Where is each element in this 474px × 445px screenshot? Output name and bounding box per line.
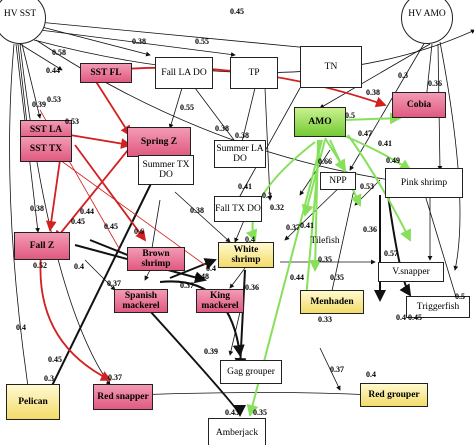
edge-label: 0.45 [230, 7, 244, 16]
node-gag-grouper: Gag grouper [220, 360, 282, 384]
node-white-shrimp: White shrimp [218, 242, 274, 268]
node-fall-tx-do: Fall TX DO [214, 196, 262, 222]
node-pelican: Pelican [6, 384, 60, 420]
node-brown-shrimp: Brown shrimp [127, 247, 185, 271]
edge-label: 0.32 [270, 203, 284, 212]
node-spanish-mackerel: Spanish mackerel [114, 289, 168, 313]
edge-label: 0.3 [44, 374, 54, 383]
edge-label: 0.45 [104, 222, 118, 231]
edge-label: 0.53 [65, 117, 79, 126]
edge-label: 0.53 [47, 95, 61, 104]
edge-label: 0.48 [195, 272, 209, 281]
edge-label: 0.4 [245, 235, 255, 244]
edge-label: 0.58 [52, 48, 66, 57]
node-tilefish: Tilefish [310, 236, 340, 246]
edge-label: 0.3 [262, 191, 272, 200]
edge-label: 0.66 [318, 157, 332, 166]
node-fall-la-do: Fall LA DO [155, 57, 213, 89]
node-king-mackerel: King mackerel [196, 289, 244, 313]
edge-label: 0.45 [48, 355, 62, 364]
edge-label: 0.38 [132, 37, 146, 46]
edge-label: 0.45 [71, 217, 85, 226]
edge-label: 0.3 [398, 71, 408, 80]
edge-label: 0.57 [384, 249, 398, 258]
edge-label: 0.36 [363, 225, 377, 234]
node-summer-tx-do: Summer TX DO [138, 155, 194, 185]
edge-label: 0.37 [286, 223, 300, 232]
edge-label: 0.36 [245, 283, 259, 292]
edge-label: 0.55 [180, 103, 194, 112]
edge-label: 0.43 [225, 408, 239, 417]
edge-label: 0.39 [204, 347, 218, 356]
edge-label: 0.44 [80, 207, 94, 216]
node-amo: AMO [294, 107, 346, 137]
edge-label: 0.5 [345, 111, 355, 120]
edge-label: 0.38 [30, 204, 44, 213]
node-v-snapper: V.snapper [378, 262, 444, 282]
node-tn: TN [300, 46, 362, 88]
edge-label: 0.44 [290, 273, 304, 282]
node-fall-z: Fall Z [14, 232, 70, 260]
edge-label: 0.4 [366, 370, 376, 379]
edge-label: 0.49 [386, 156, 400, 165]
node-npp: NPP [320, 172, 356, 190]
node-sst-tx: SST TX [20, 136, 72, 162]
edge-label: 0.55 [195, 37, 209, 46]
edge-label: 0.37 [107, 279, 121, 288]
edge-label: 0.44 [46, 66, 60, 75]
node-hv-amo: HV AMO [401, 0, 453, 44]
edge-label: 0.41 [378, 139, 392, 148]
node-red-grouper: Red grouper [360, 383, 428, 407]
edge-label: 0.53 [360, 182, 374, 191]
edge-label: 0.35 [253, 408, 267, 417]
node-triggerfish: Triggerfish [406, 296, 470, 318]
edge-label: 0.6 [134, 227, 144, 236]
node-cobia: Cobia [392, 92, 446, 118]
node-sst-fl: SST FL [80, 63, 132, 83]
edge-label: 0.4 [206, 264, 216, 273]
edge-label: 0.37 [330, 365, 344, 374]
edge-label: 0.36 [428, 79, 442, 88]
edge-label: 0.4 [16, 323, 26, 332]
edge-label: 0.45 [408, 313, 422, 322]
edge-label: 0.41 [300, 221, 314, 230]
edge-label: 0.35 [318, 255, 332, 264]
edge-label: 0.35 [330, 273, 344, 282]
node-amberjack: Amberjack [208, 418, 266, 445]
edge-label: 0.38 [235, 131, 249, 140]
edge-label: 0.4 [74, 262, 84, 271]
node-tp: TP [230, 57, 278, 89]
edge-label: 0.47 [358, 129, 372, 138]
node-summer-la-do: Summer LA DO [214, 140, 266, 168]
node-menhaden: Menhaden [300, 290, 364, 314]
edge-label: 0.38 [190, 206, 204, 215]
edge-label: 0.52 [33, 261, 47, 270]
edge-label: 0.38 [366, 88, 380, 97]
edge-label: 0.33 [318, 315, 332, 324]
edge-label: 0.41 [238, 182, 252, 191]
node-red-snapper: Red snapper [93, 384, 153, 410]
edge-label: 0.37 [180, 281, 194, 290]
edge-label: 0.38 [215, 124, 229, 133]
node-pink-shrimp: Pink shrimp [385, 168, 463, 198]
edge-label: 0.39 [32, 100, 46, 109]
edge-label: 0.37 [108, 373, 122, 382]
node-spring-z: Spring Z [127, 127, 191, 157]
edge-label: 0.5 [455, 292, 465, 301]
edge-label: 0.4 [396, 313, 406, 322]
